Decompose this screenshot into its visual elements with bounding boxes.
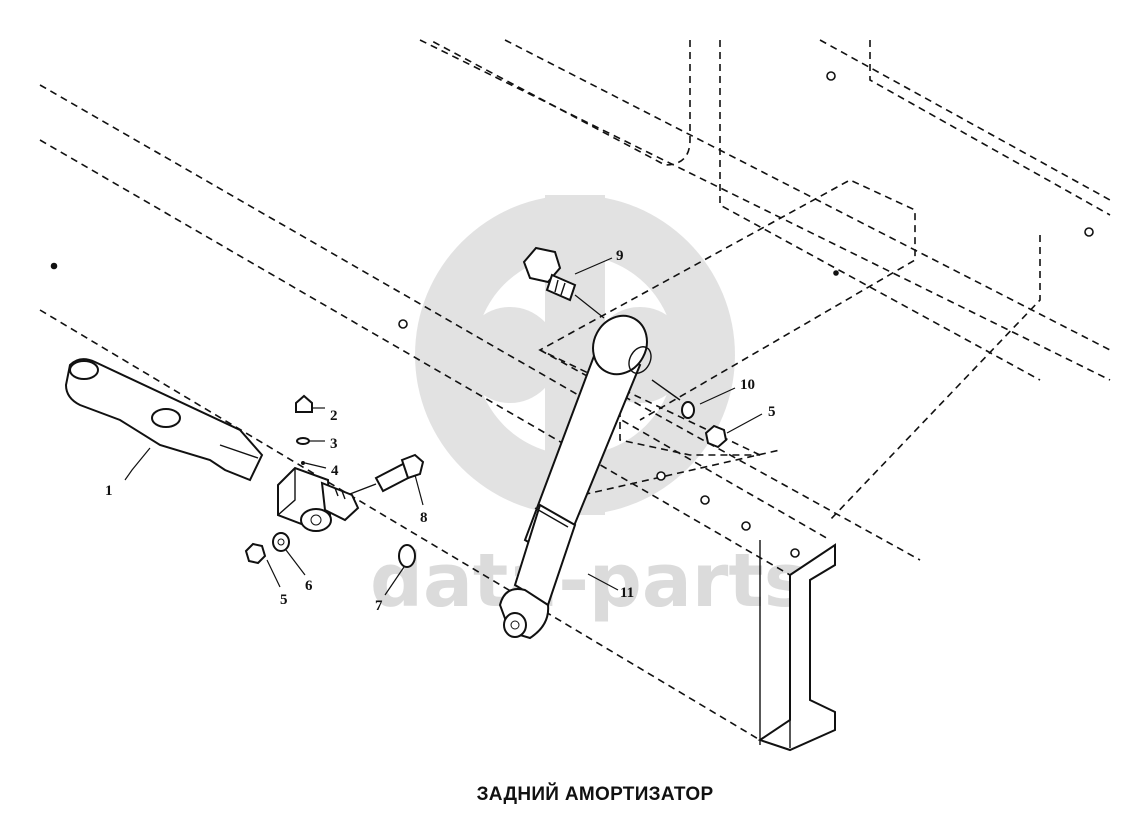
- lower-nut-washer: [244, 532, 290, 565]
- upper-bolt: [522, 246, 605, 319]
- callout-2: 2: [330, 408, 338, 424]
- callout-labels: 1 2 3 4 5 6 7 8 9 10 5 11: [105, 248, 776, 614]
- lower-bolt: [349, 453, 425, 495]
- spacer-washer: [398, 544, 416, 568]
- callout-6: 6: [305, 578, 313, 594]
- leader-lines: [124, 257, 763, 596]
- callout-4: 4: [331, 463, 339, 479]
- spring-bracket-arm: [64, 358, 264, 482]
- shock-lower-bracket: [277, 466, 360, 532]
- callout-7: 7: [375, 598, 383, 614]
- diagram-caption: ЗАДНИЙ АМОРТИЗАТОР: [476, 784, 714, 805]
- callout-3: 3: [330, 436, 338, 452]
- callout-5-upper: 5: [768, 404, 776, 420]
- callout-1: 1: [105, 483, 113, 499]
- callout-8: 8: [420, 510, 428, 526]
- watermark-text: data-parts: [370, 538, 808, 624]
- mounting-holes: [50, 71, 1094, 558]
- callout-9: 9: [616, 248, 624, 264]
- callout-10: 10: [740, 377, 755, 393]
- upper-washer-nut: [651, 379, 728, 449]
- frame-rail-end: [757, 540, 836, 752]
- frame-rail: [39, 39, 1111, 741]
- callout-5-lower: 5: [280, 592, 288, 608]
- grease-fitting-stack: [295, 394, 313, 465]
- shock-absorber: [498, 314, 652, 640]
- callout-11: 11: [620, 585, 634, 601]
